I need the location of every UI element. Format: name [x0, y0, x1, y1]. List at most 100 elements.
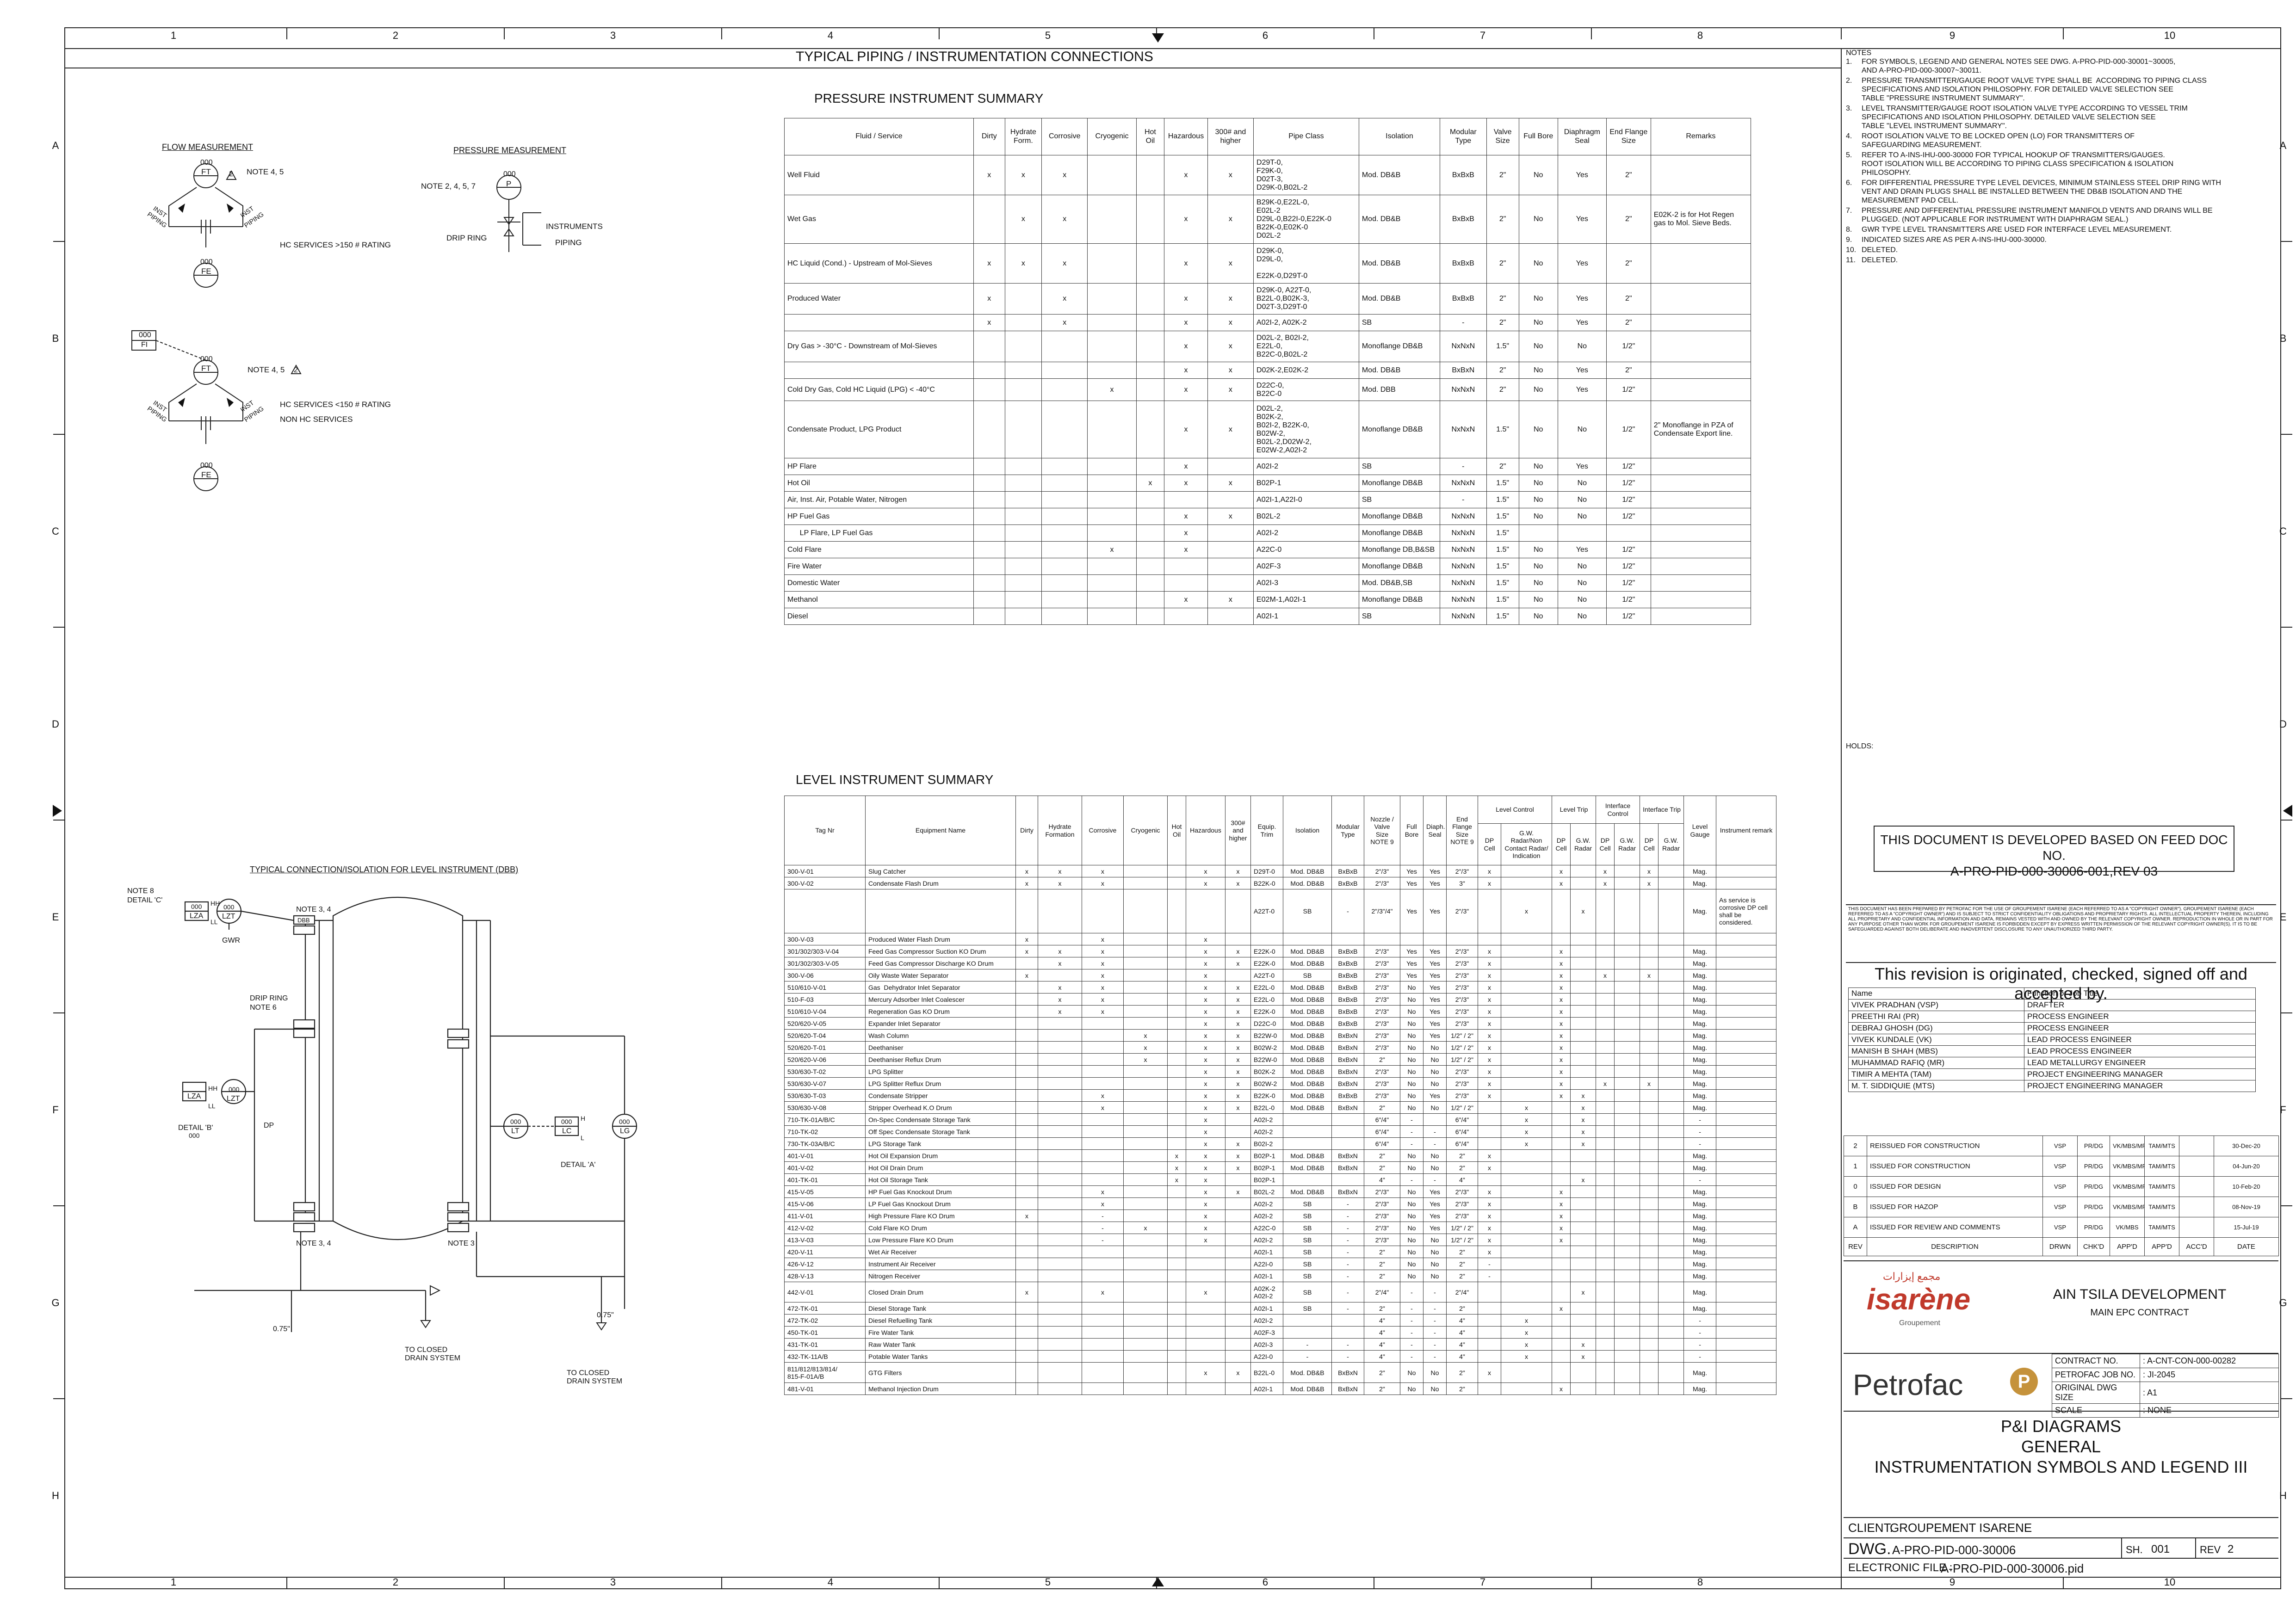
pcell: x: [1164, 243, 1208, 284]
lcell: x: [1082, 945, 1124, 957]
lcell: [1186, 1314, 1225, 1327]
pcell: [973, 378, 1005, 401]
lcell: [1015, 1270, 1038, 1282]
lcell: x: [1225, 1065, 1251, 1078]
lcell: [1225, 1246, 1251, 1258]
lcell: [1123, 1338, 1168, 1351]
revision-cell: 10-Feb-20: [2214, 1176, 2279, 1197]
pcell: 1.5": [1486, 608, 1519, 625]
pcell: Air, Inst. Air, Potable Water, Nitrogen: [784, 491, 974, 508]
lcell: [1658, 889, 1684, 933]
pcell: NxNxN: [1440, 541, 1487, 558]
lcell: x: [1552, 957, 1571, 969]
lcell: A22C-0: [1250, 1222, 1283, 1234]
lcell: [1167, 1029, 1186, 1042]
lcell: 442-V-01: [784, 1282, 866, 1302]
lcell: [1552, 1338, 1571, 1351]
pcell: [1004, 541, 1042, 558]
revision-cell: 08-Nov-19: [2214, 1197, 2279, 1217]
lcell: Mag.: [1683, 1282, 1717, 1302]
lcell: x: [1225, 1017, 1251, 1030]
grid-col-label: 10: [2164, 30, 2176, 41]
revision-cell: TAM/MTS: [2144, 1176, 2179, 1197]
lcell: [1015, 1149, 1038, 1162]
lcell: [1658, 1149, 1684, 1162]
pcell: [1207, 541, 1254, 558]
lcell: [1570, 969, 1597, 981]
pcell: [1650, 243, 1751, 284]
lcell: x: [1570, 1101, 1597, 1114]
lcell: No: [1423, 1053, 1447, 1066]
phead-col: Remarks: [1650, 118, 1751, 155]
lcell: [1167, 865, 1186, 877]
lcell: BxBxB: [1331, 969, 1364, 981]
lcell: Mod. DB&B: [1283, 1101, 1332, 1114]
pcell: [1207, 525, 1254, 542]
revision-header: APP'D: [2110, 1237, 2145, 1256]
lcell: Slug Catcher: [865, 865, 1016, 877]
table-row: ORIGINAL DWG SIZE: A1: [2052, 1382, 2279, 1404]
pcell: Yes: [1557, 243, 1607, 284]
lcell: [1596, 1270, 1615, 1282]
lcell: [1015, 1125, 1038, 1138]
lcell: 300-V-02: [784, 877, 866, 889]
lcell: [1501, 1270, 1552, 1282]
lcell: [1570, 1222, 1597, 1234]
lcell: [1038, 1282, 1082, 1302]
note-number: 9.: [1846, 236, 1852, 244]
grid-col-label: 2: [392, 30, 399, 41]
lcell: [1716, 1222, 1777, 1234]
lcell: [1716, 1210, 1777, 1222]
lcell: [1570, 1314, 1597, 1327]
lcell: Regeneration Gas KO Drum: [865, 1005, 1016, 1018]
lcell: [1082, 1161, 1124, 1174]
lcell: [1015, 1197, 1038, 1210]
lcell: x: [1186, 981, 1225, 994]
lcell: [1640, 1065, 1659, 1078]
lhead-lc-gw: G.W. Radar/Non Contact Radar/ Indication: [1501, 823, 1552, 865]
ft2-tag: 000: [200, 355, 213, 363]
lcell: [1716, 1246, 1777, 1258]
pcell: B29K-0,E22L-0, E02L-2 D29L-0,B22I-0,E22K…: [1253, 195, 1359, 244]
lcell: [1038, 1029, 1082, 1042]
lcell: 6"/4": [1446, 1113, 1478, 1126]
pcell: [1087, 401, 1137, 458]
lcell: -: [1683, 1338, 1717, 1351]
lcell: [1614, 1041, 1640, 1054]
lcell: [1716, 969, 1777, 981]
lcell: BxBxB: [1331, 945, 1364, 957]
lcell: [1552, 1258, 1571, 1270]
lcell: SB: [1283, 889, 1332, 933]
lhead-corrosive: Corrosive: [1082, 796, 1124, 865]
lcell: [1640, 1246, 1659, 1258]
lcell: LPG Splitter Reflux Drum: [865, 1077, 1016, 1090]
lcell: [1015, 1314, 1038, 1327]
pcell: Yes: [1557, 362, 1607, 379]
lcell: -: [1331, 1258, 1364, 1270]
lcell: A02I-1: [1250, 1270, 1283, 1282]
lcell: Mod. DB&B: [1283, 1065, 1332, 1078]
signoff-cell: PROCESS ENGINEER: [2024, 1011, 2256, 1023]
pcell: [1004, 378, 1042, 401]
lcell: [1423, 933, 1447, 945]
pcell: [1136, 331, 1165, 362]
lcell: -: [1331, 1234, 1364, 1246]
lcell: [1570, 1005, 1597, 1018]
contractor-logo-text: Petrofac: [1853, 1368, 1963, 1401]
lcell: 431-TK-01: [784, 1338, 866, 1351]
lcell: [1640, 1338, 1659, 1351]
lcell: No: [1400, 1258, 1423, 1270]
lcell: [1331, 1326, 1364, 1339]
table-row: Dry Gas > -30°C - Downstream of Mol-Siev…: [784, 331, 1751, 362]
lcell: 4": [1446, 1326, 1478, 1339]
lcell: [1501, 1149, 1552, 1162]
pcell: No: [1557, 591, 1607, 608]
lcell: [1015, 1161, 1038, 1174]
lcell: [1123, 1246, 1168, 1258]
lcell: 413-V-03: [784, 1234, 866, 1246]
lcell: [1596, 1258, 1615, 1270]
lcell: x: [1038, 957, 1082, 969]
